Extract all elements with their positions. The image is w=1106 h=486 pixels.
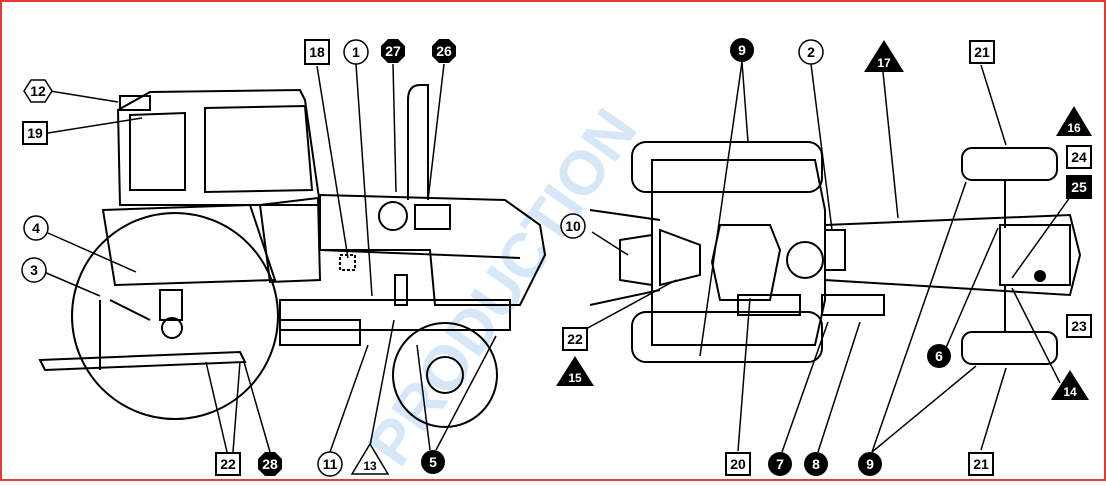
callout-24-label: 24: [1071, 149, 1087, 165]
callout-14-label: 14: [1063, 385, 1077, 399]
callout-labels: 12 19 4 3 18 1 27: [21, 38, 1092, 477]
watermark-text: PRODUCTION: [355, 97, 651, 478]
drawbar: [38, 350, 247, 372]
callout-15: 15: [556, 356, 594, 386]
callout-22-right: 22: [562, 327, 588, 351]
callout-20: 20: [725, 452, 751, 476]
callout-22-left-label: 22: [220, 456, 236, 472]
callout-3: 3: [21, 257, 47, 283]
callout-19-label: 19: [27, 125, 43, 141]
callout-14: 14: [1051, 370, 1089, 400]
exhaust-pipe: [407, 84, 429, 200]
callout-22-right-label: 22: [567, 331, 583, 347]
hood-top: [824, 213, 1082, 297]
rear-tire-left: [631, 141, 823, 193]
callout-12-label: 12: [30, 83, 46, 99]
front-tire-right: [961, 331, 1058, 365]
callout-9-bottom: 9: [858, 452, 882, 476]
callout-7-label: 7: [776, 456, 784, 472]
callout-6: 6: [927, 344, 951, 368]
callout-20-label: 20: [730, 456, 746, 472]
callout-21-bottom: 21: [968, 452, 994, 476]
rear-tire-right: [631, 311, 823, 363]
callout-16-label: 16: [1067, 121, 1081, 135]
callout-25-label: 25: [1071, 179, 1087, 195]
callout-3-label: 3: [30, 262, 38, 278]
callout-10-label: 10: [565, 218, 581, 234]
callout-17: 17: [864, 40, 904, 72]
callout-12: 12: [23, 79, 53, 103]
rear-wheel: [71, 212, 279, 420]
callout-8-label: 8: [812, 456, 820, 472]
callout-25: 25: [1066, 175, 1092, 199]
callout-4: 4: [23, 215, 49, 241]
callout-18: 18: [304, 39, 330, 65]
cab-top: [651, 159, 826, 346]
callout-1: 1: [343, 39, 369, 65]
callout-11: 11: [317, 451, 343, 477]
callout-2: 2: [798, 39, 824, 65]
tractor-top-view: [589, 141, 1082, 365]
callout-9-top: 9: [730, 38, 754, 62]
callout-23-label: 23: [1071, 318, 1087, 334]
callout-26: 26: [432, 39, 456, 63]
callout-5: 5: [421, 450, 445, 474]
callout-2-label: 2: [807, 44, 815, 60]
callout-4-label: 4: [32, 220, 40, 236]
front-tire-left: [961, 147, 1058, 181]
callout-13: 13: [350, 442, 390, 475]
callout-9-bottom-label: 9: [866, 456, 874, 472]
callout-6-label: 6: [935, 348, 943, 364]
callout-21-bottom-label: 21: [973, 456, 989, 472]
callout-28-label: 28: [262, 456, 278, 472]
callout-24: 24: [1066, 145, 1092, 169]
callout-7: 7: [768, 452, 792, 476]
callout-16: 16: [1056, 106, 1092, 136]
callout-8: 8: [804, 452, 828, 476]
tractor-side-view: [38, 84, 547, 428]
front-wheel: [392, 322, 498, 428]
leader-lines: [43, 61, 1074, 453]
callout-21-top: 21: [969, 40, 995, 64]
callout-23: 23: [1066, 314, 1092, 338]
callout-1-label: 1: [352, 44, 360, 60]
callout-13-label: 13: [363, 459, 377, 473]
callout-18-label: 18: [309, 44, 325, 60]
callout-10: 10: [560, 213, 586, 239]
callout-19: 19: [22, 121, 48, 145]
callout-28: 28: [258, 452, 282, 476]
callout-26-label: 26: [436, 43, 452, 59]
callout-11-label: 11: [323, 456, 338, 472]
callout-27-label: 27: [385, 43, 401, 59]
callout-9-top-label: 9: [738, 42, 746, 58]
fender: [101, 203, 277, 287]
hood: [319, 193, 547, 306]
rear-hitch-top: [619, 234, 653, 286]
callout-21-top-label: 21: [974, 44, 990, 60]
callout-5-label: 5: [429, 454, 437, 470]
callout-15-label: 15: [568, 371, 582, 385]
callout-17-label: 17: [877, 56, 891, 70]
callout-22-left: 22: [215, 452, 241, 476]
callout-27: 27: [381, 39, 405, 63]
